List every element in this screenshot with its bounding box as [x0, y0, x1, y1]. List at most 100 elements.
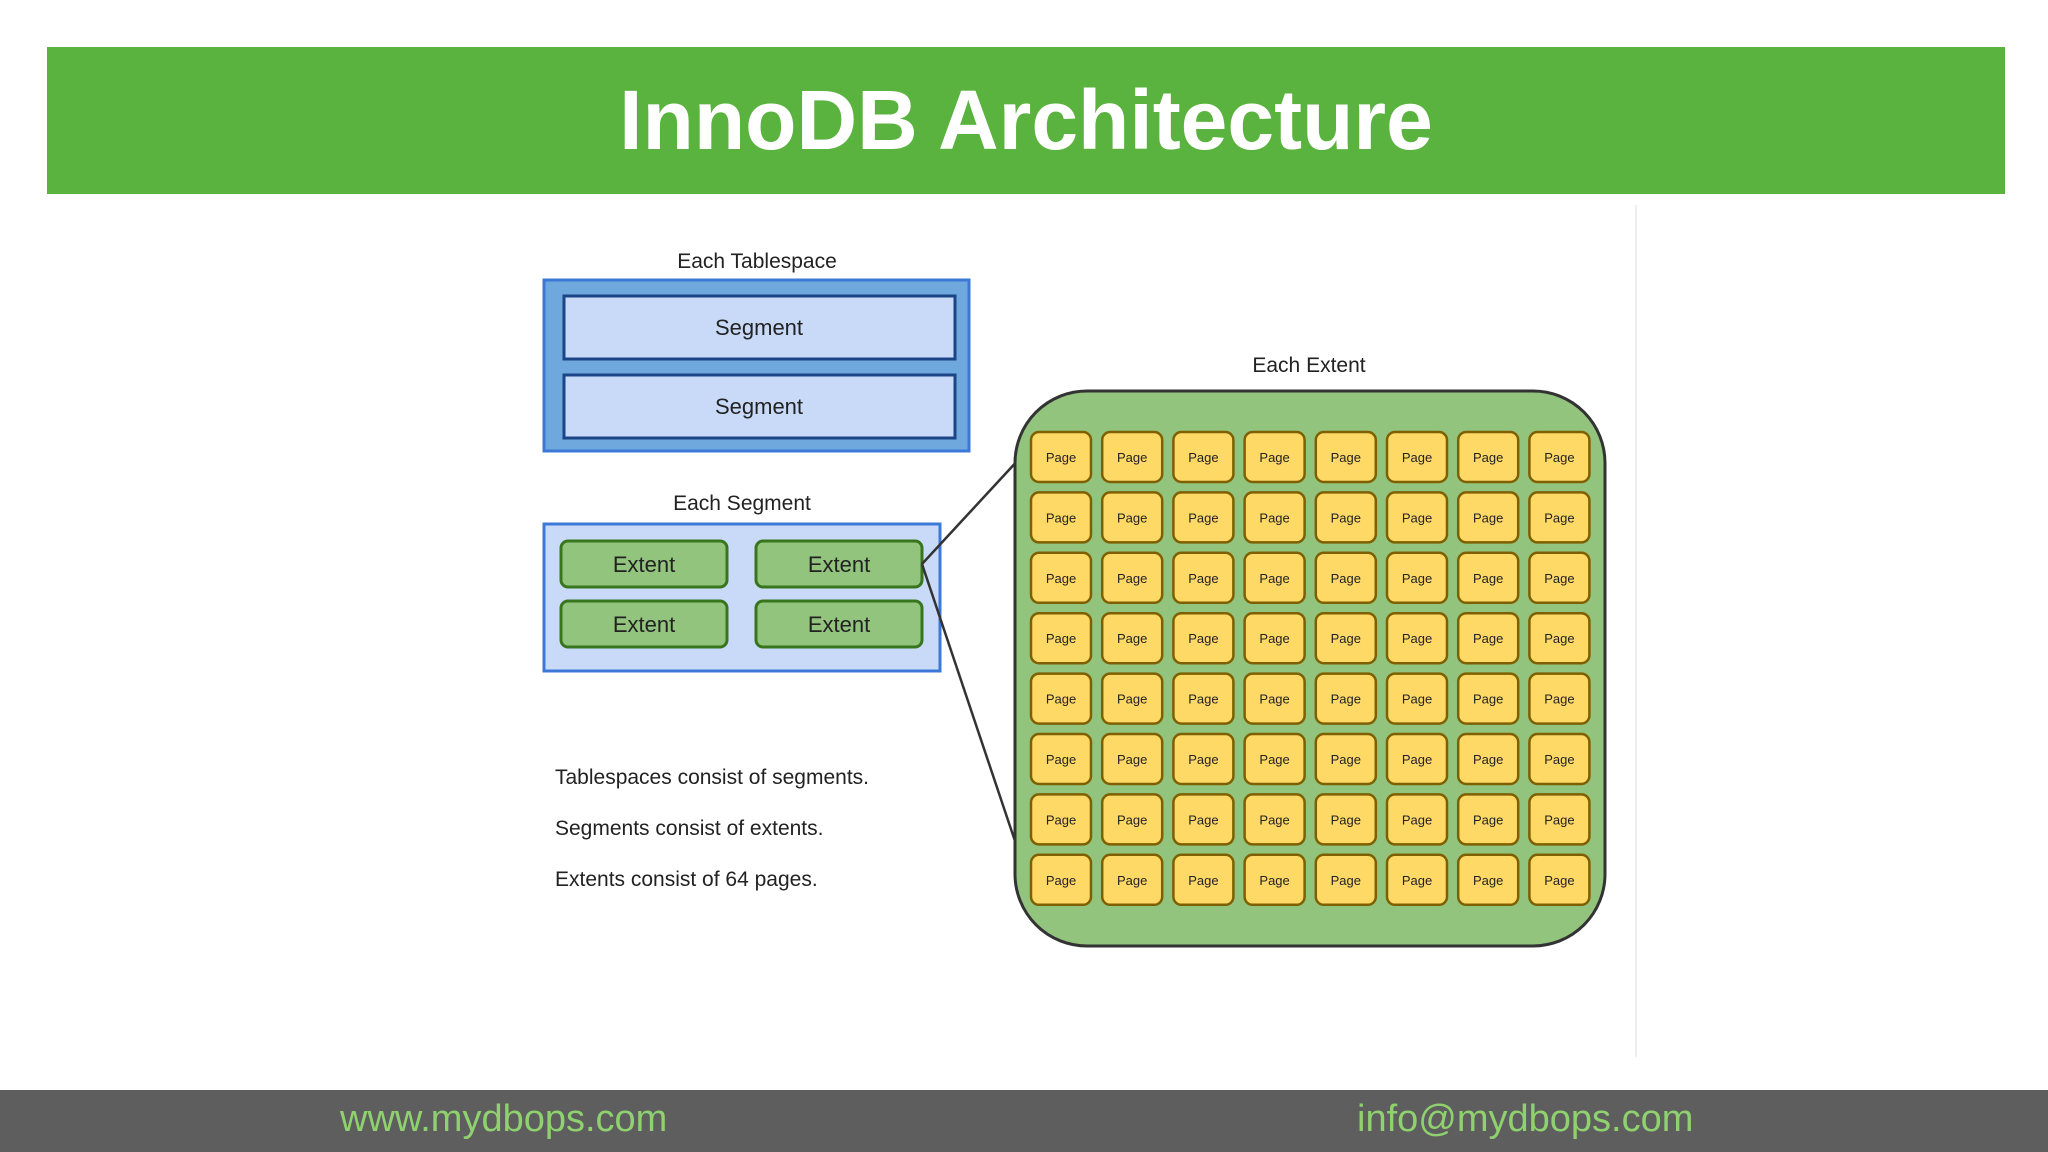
page-label: Page — [1259, 510, 1289, 525]
page-label: Page — [1046, 631, 1076, 646]
page-box — [1456, 551, 1520, 605]
segment-label: Segment — [715, 315, 803, 340]
page-box — [1029, 611, 1093, 665]
extent-box — [559, 599, 729, 649]
page-label: Page — [1117, 631, 1147, 646]
note-text: Tablespaces consist of segments. — [555, 766, 869, 789]
page-box — [1314, 491, 1378, 544]
page-box — [1456, 611, 1520, 665]
page-label: Page — [1331, 631, 1361, 646]
page-label: Page — [1117, 752, 1147, 767]
page-label: Page — [1331, 692, 1361, 707]
page-box — [1100, 793, 1164, 846]
page-label: Page — [1046, 571, 1076, 586]
page-label: Page — [1188, 450, 1218, 465]
page-label: Page — [1259, 812, 1289, 827]
segment-section-label: Each Segment — [673, 492, 811, 515]
page-box — [1029, 853, 1093, 907]
page-label: Page — [1331, 571, 1361, 586]
page-label: Page — [1331, 873, 1361, 888]
page-box — [1385, 551, 1449, 605]
page-label: Page — [1259, 752, 1289, 767]
page-box — [1314, 672, 1378, 725]
page-label: Page — [1046, 752, 1076, 767]
page-label: Page — [1473, 450, 1503, 465]
page-box — [1385, 732, 1449, 786]
page-box — [1100, 430, 1164, 484]
extent-label: Extent — [808, 552, 870, 577]
page-label: Page — [1117, 571, 1147, 586]
tablespace-label: Each Tablespace — [677, 250, 837, 273]
page-box — [1172, 732, 1235, 786]
page-label: Page — [1046, 812, 1076, 827]
page-box — [1243, 793, 1306, 846]
page-box — [1172, 611, 1235, 665]
page-label: Page — [1473, 692, 1503, 707]
page-box — [1385, 793, 1449, 846]
page-label: Page — [1188, 510, 1218, 525]
extent-label: Extent — [808, 612, 870, 637]
page-box — [1172, 491, 1235, 544]
page-box — [1528, 793, 1591, 846]
page-box — [1456, 853, 1520, 907]
page-box — [1243, 853, 1306, 907]
page-label: Page — [1402, 752, 1432, 767]
page-box — [1528, 732, 1591, 786]
page-label: Page — [1473, 571, 1503, 586]
page-box — [1243, 611, 1306, 665]
page-label: Page — [1259, 571, 1289, 586]
page-label: Page — [1188, 692, 1218, 707]
page-label: Page — [1544, 450, 1574, 465]
page-box — [1172, 551, 1235, 605]
extent-box — [754, 599, 924, 649]
page-label: Page — [1331, 752, 1361, 767]
page-box — [1456, 430, 1520, 484]
page-box — [1029, 430, 1093, 484]
page-box — [1029, 793, 1093, 846]
page-label: Page — [1117, 812, 1147, 827]
page-box — [1029, 732, 1093, 786]
page-box — [1456, 732, 1520, 786]
page-label: Page — [1331, 450, 1361, 465]
footer: www.mydbops.com info@mydbops.com — [0, 1090, 2048, 1152]
segment-label: Segment — [715, 394, 803, 419]
page-box — [1385, 853, 1449, 907]
page-box — [1314, 793, 1378, 846]
footer-email[interactable]: info@mydbops.com — [1357, 1098, 1694, 1140]
page-box — [1029, 672, 1093, 725]
page-label: Page — [1046, 873, 1076, 888]
page-box — [1243, 491, 1306, 544]
page-box — [1243, 732, 1306, 786]
page-box — [1528, 491, 1591, 544]
page-label: Page — [1188, 873, 1218, 888]
footer-website[interactable]: www.mydbops.com — [340, 1098, 668, 1140]
page-label: Page — [1117, 692, 1147, 707]
page-label: Page — [1046, 510, 1076, 525]
page-box — [1456, 672, 1520, 725]
page-label: Page — [1117, 450, 1147, 465]
extent-section-label: Each Extent — [1252, 354, 1365, 377]
page-label: Page — [1544, 873, 1574, 888]
extent-label: Extent — [613, 552, 675, 577]
page-label: Page — [1544, 631, 1574, 646]
page-label: Page — [1402, 450, 1432, 465]
connector-line — [920, 563, 1020, 851]
page-box — [1100, 853, 1164, 907]
page-box — [1528, 551, 1591, 605]
page-box — [1385, 672, 1449, 725]
page-label: Page — [1473, 752, 1503, 767]
page-box — [1100, 732, 1164, 786]
page-label: Page — [1188, 812, 1218, 827]
page-label: Page — [1117, 873, 1147, 888]
page-label: Page — [1402, 692, 1432, 707]
page-label: Page — [1331, 510, 1361, 525]
page-label: Page — [1259, 692, 1289, 707]
page-label: Page — [1544, 812, 1574, 827]
page-box — [1172, 853, 1235, 907]
page-label: Page — [1188, 571, 1218, 586]
page-box — [1100, 491, 1164, 544]
page-label: Page — [1188, 752, 1218, 767]
page-box — [1243, 430, 1306, 484]
